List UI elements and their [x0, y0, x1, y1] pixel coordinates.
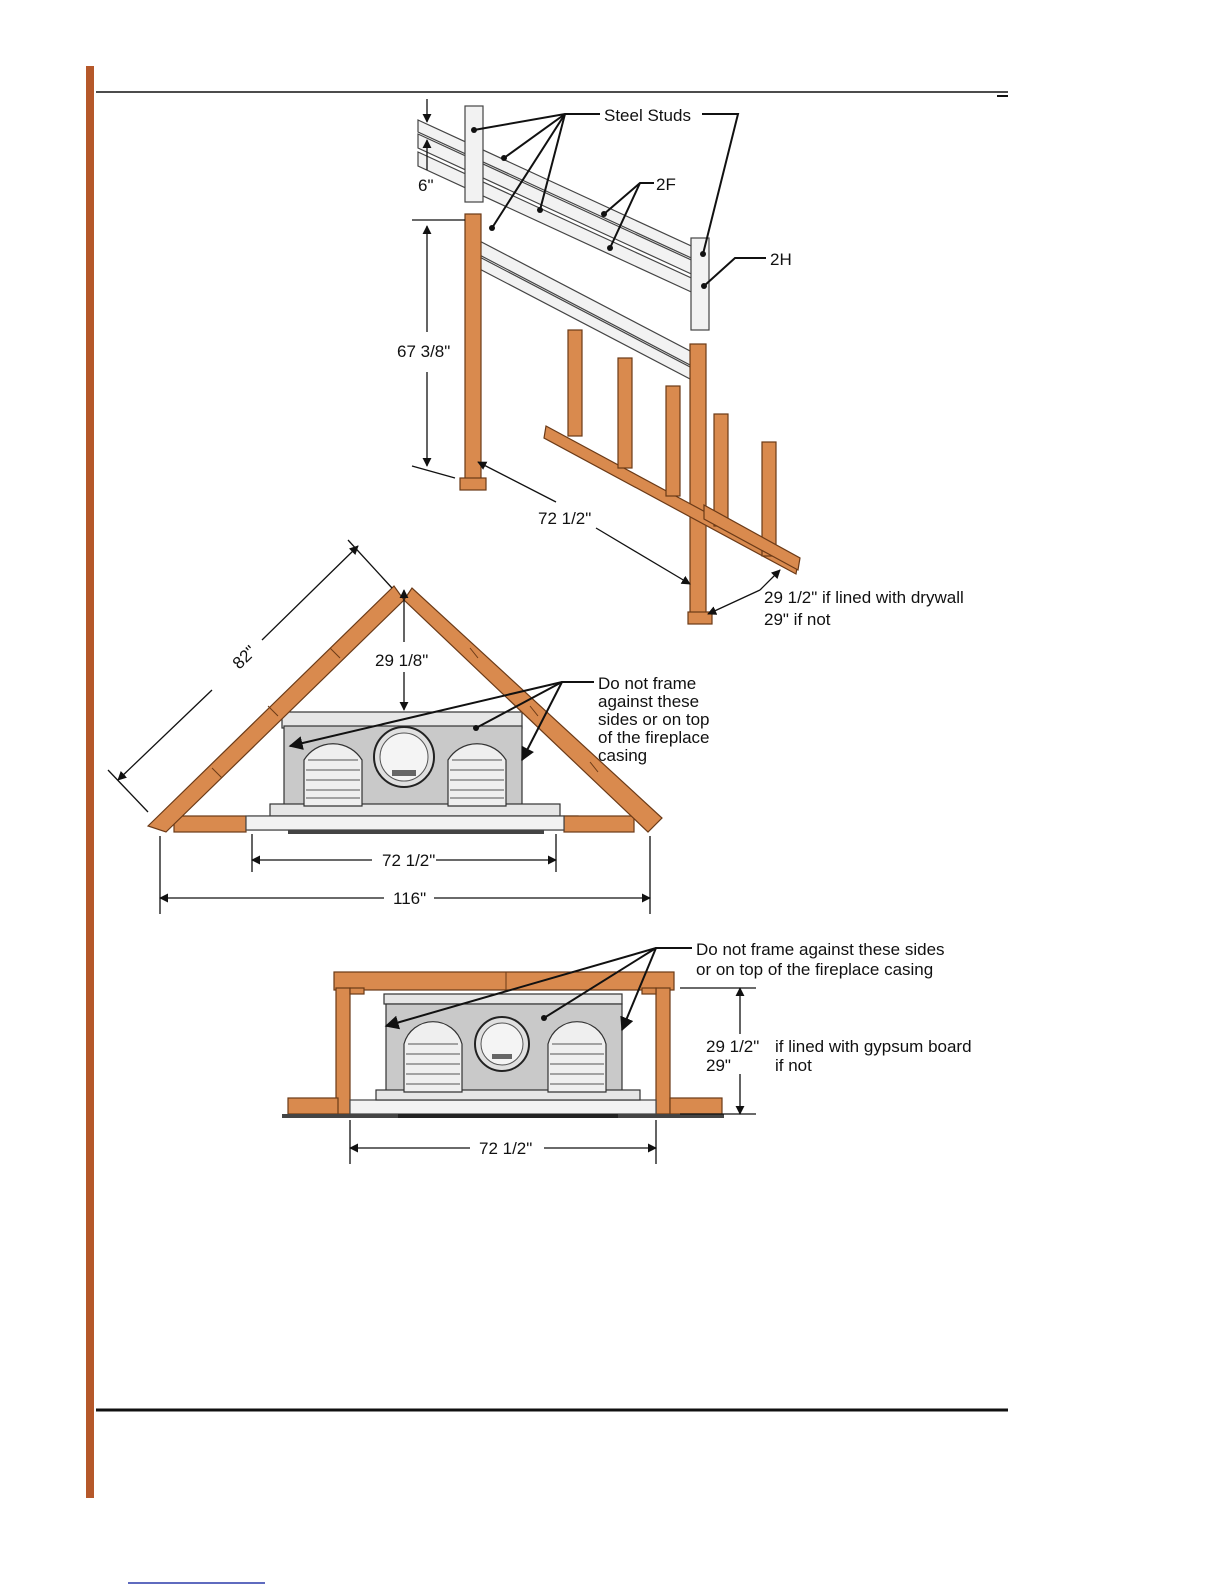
wood-post-left-foot	[460, 478, 486, 490]
label-2h: 2H	[770, 250, 792, 269]
flat-note-2: or on top of the fireplace casing	[696, 960, 933, 979]
top-framing-view: Steel Studs 2F 2H 6" 67 3/8" 72 1/2"	[397, 99, 964, 629]
flat-note-1: Do not frame against these sides	[696, 940, 945, 959]
right-ledge	[564, 816, 634, 832]
steel-studs-label: Steel Studs	[604, 106, 691, 125]
corner-note-1: Do not frame	[598, 674, 696, 693]
left-accent-bar	[86, 66, 94, 1498]
flat-dim-width: 72 1/2"	[479, 1139, 532, 1158]
left-ledge	[174, 816, 246, 832]
flat-header	[334, 972, 674, 990]
dim-height-label: 67 3/8"	[397, 342, 450, 361]
dim-diag-label: 82"	[229, 642, 260, 673]
steel-channel-upper	[418, 120, 700, 296]
flat-framing-view: Do not frame against these sides or on t…	[282, 940, 972, 1164]
wood-post-right	[690, 344, 706, 620]
dim-6-label: 6"	[418, 176, 434, 195]
corner-framing-view: 82" 29 1/8" Do not frame against these s…	[108, 540, 710, 914]
flat-dim-b: 29"	[706, 1056, 731, 1075]
dim-depth-label: 29 1/8"	[375, 651, 428, 670]
corner-note-3: sides or on top	[598, 710, 710, 729]
corner-note-4: of the fireplace	[598, 728, 710, 747]
depth-line-2: 29" if not	[764, 610, 831, 629]
flat-cond-b: if not	[775, 1056, 812, 1075]
dim-width-label: 72 1/2"	[538, 509, 591, 528]
steel-stud-left	[465, 106, 483, 202]
flat-cond-a: if lined with gypsum board	[775, 1037, 972, 1056]
label-2f: 2F	[656, 175, 676, 194]
flat-dim-a: 29 1/2"	[706, 1037, 759, 1056]
depth-line-1: 29 1/2" if lined with drywall	[764, 588, 964, 607]
corner-dim-outer: 116"	[393, 889, 426, 908]
corner-note-5: casing	[598, 746, 647, 765]
fireplace-casing-flat	[376, 994, 640, 1118]
wood-post-left	[465, 214, 481, 480]
corner-dim-inner: 72 1/2"	[382, 851, 435, 870]
corner-note-2: against these	[598, 692, 699, 711]
